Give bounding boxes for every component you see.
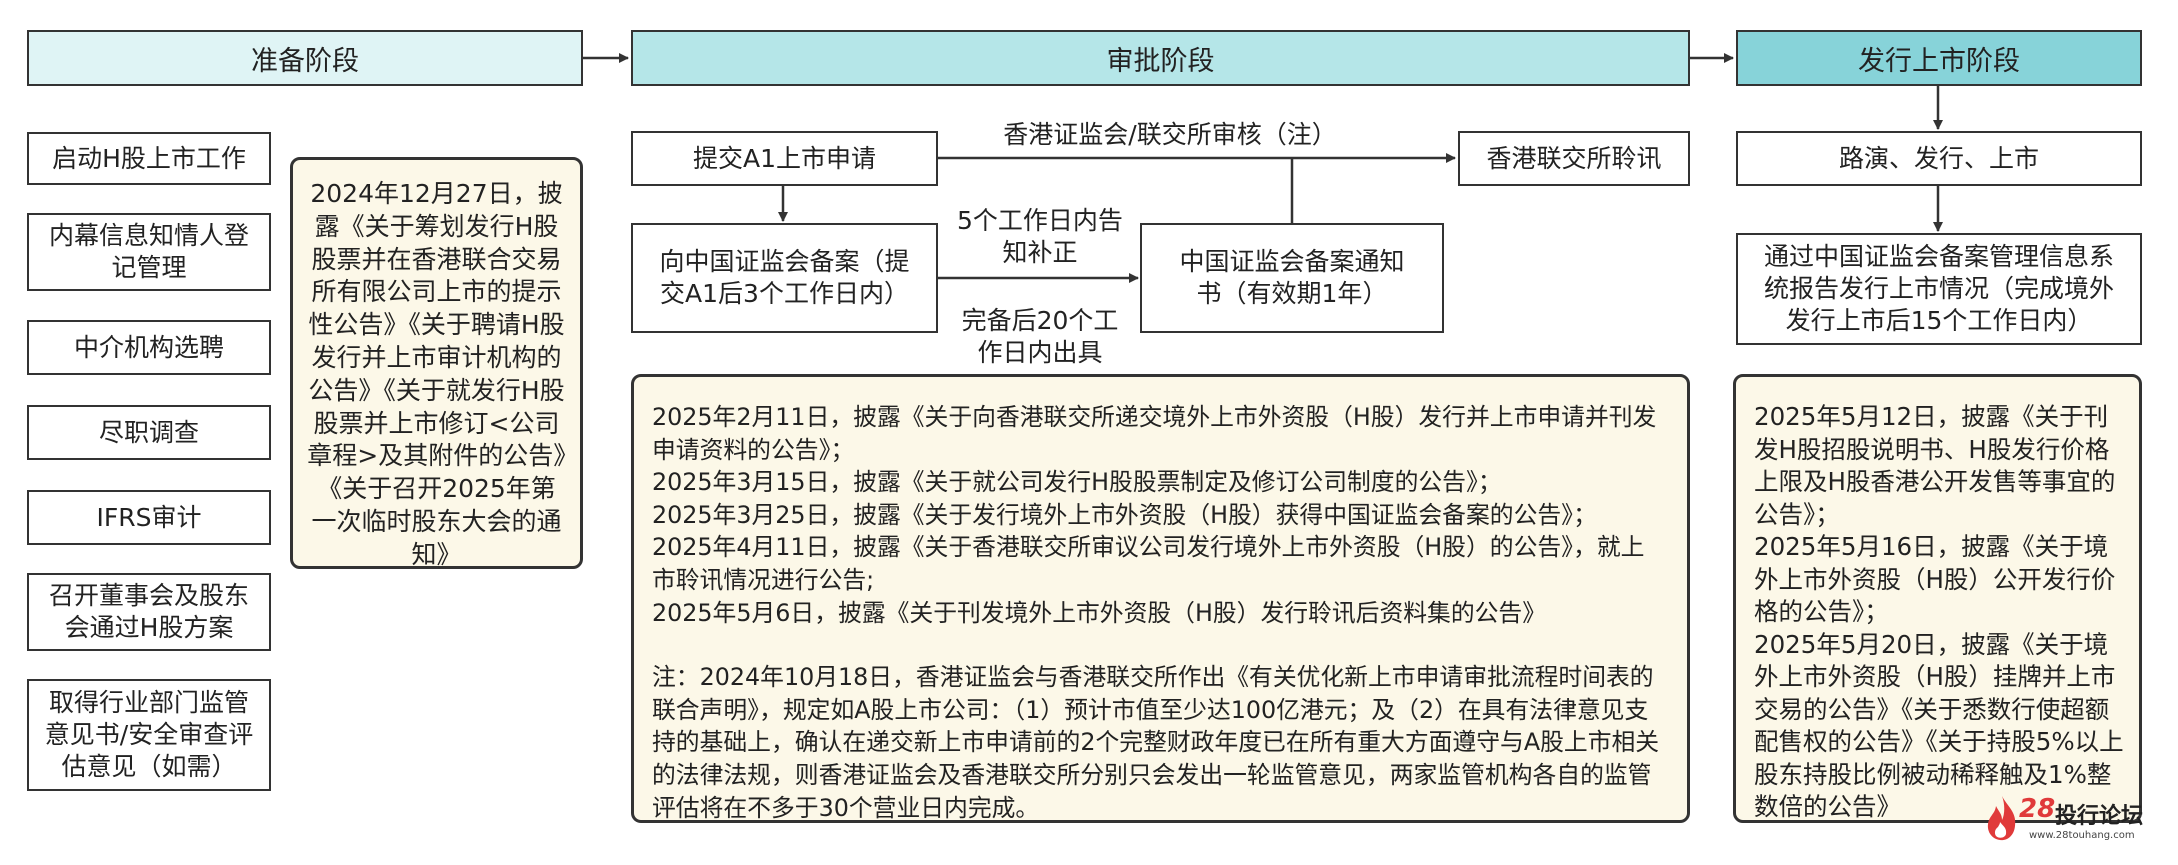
approval-note-line: 2025年3月25日，披露《关于发行境外上市外资股（H股）获得中国证监会备案的公… <box>652 500 1597 529</box>
approval-note-line: 2025年4月11日，披露《关于香港联交所审议公司发行境外上市外资股（H股）的公… <box>652 533 1645 594</box>
prep-step-insider-registration: 内幕信息知情人登记管理 <box>27 213 271 291</box>
approval-csrc-notice: 中国证监会备案通知书（有效期1年） <box>1140 223 1444 333</box>
approval-hkex-hearing: 香港联交所聆讯 <box>1458 131 1690 186</box>
supplement-label: 5个工作日内告知补正 <box>957 206 1123 267</box>
issue-report: 通过中国证监会备案管理信息系统报告发行上市情况（完成境外发行上市后15个工作日内… <box>1736 233 2142 345</box>
stage-approval: 审批阶段 <box>631 30 1690 86</box>
approval-submit-a1: 提交A1上市申请 <box>631 131 938 186</box>
stage-approval-label: 审批阶段 <box>1106 45 1215 77</box>
approval-note-footnote: 注：2024年10月18日，香港证监会与香港联交所作出《有关优化新上市申请审批流… <box>652 663 1660 822</box>
issue-note: 2025年5月12日，披露《关于刊发H股招股说明书、H股发行价格上限及H股香港公… <box>1733 374 2142 823</box>
approval-note: 2025年2月11日，披露《关于向香港联交所递交境外上市外资股（H股）发行并上市… <box>631 374 1690 823</box>
prep-step-start: 启动H股上市工作 <box>27 132 271 185</box>
prep-step-intermediary-selection: 中介机构选聘 <box>27 320 271 375</box>
stage-issue-label: 发行上市阶段 <box>1858 45 2020 77</box>
watermark-name: 投行论坛 <box>2055 804 2144 829</box>
prep-note-text: 2024年12月27日，披露《关于筹划发行H股股票并在香港联合交易所有限公司上市… <box>307 179 566 569</box>
approval-note-line: 2025年2月11日，披露《关于向香港联交所递交境外上市外资股（H股）发行并上市… <box>652 403 1657 464</box>
stage-prep: 准备阶段 <box>27 30 583 86</box>
watermark: 28 投行论坛 www.28touhang.com <box>1985 790 2165 850</box>
issue-deadline-label: 完备后20个工作日内出具 <box>961 306 1119 367</box>
prep-step-due-diligence: 尽职调查 <box>27 405 271 460</box>
watermark-url: www.28touhang.com <box>2029 830 2135 841</box>
prep-step-regulatory-opinion: 取得行业部门监管意见书/安全审查评估意见（如需） <box>27 679 271 791</box>
stage-issue: 发行上市阶段 <box>1736 30 2142 86</box>
prep-note: 2024年12月27日，披露《关于筹划发行H股股票并在香港联合交易所有限公司上市… <box>290 157 583 569</box>
issue-note-line: 2025年5月20日，披露《关于境外上市外资股（H股）挂牌并上市交易的公告》《关… <box>1754 629 2124 822</box>
prep-step-board-meeting: 召开董事会及股东会通过H股方案 <box>27 573 271 651</box>
stage-prep-label: 准备阶段 <box>251 45 359 77</box>
issue-note-line: 2025年5月12日，披露《关于刊发H股招股说明书、H股发行价格上限及H股香港公… <box>1754 402 2116 529</box>
issue-note-line: 2025年5月16日，披露《关于境外上市外资股（H股）公开发行价格的公告》； <box>1754 532 2116 626</box>
issue-roadshow: 路演、发行、上市 <box>1736 131 2142 186</box>
prep-step-ifrs-audit: IFRS审计 <box>27 490 271 545</box>
approval-csrc-filing: 向中国证监会备案（提交A1后3个工作日内） <box>631 223 938 333</box>
watermark-number: 28 <box>2019 794 2056 824</box>
approval-note-line: 2025年3月15日，披露《关于就公司发行H股股票制定及修订公司制度的公告》； <box>652 468 1502 497</box>
flame-icon <box>1987 796 2016 841</box>
review-label: 香港证监会/联交所审核（注） <box>1003 120 1337 149</box>
approval-note-line: 2025年5月6日，披露《关于刊发境外上市外资股（H股）发行聆讯后资料集的公告》 <box>652 598 1547 627</box>
